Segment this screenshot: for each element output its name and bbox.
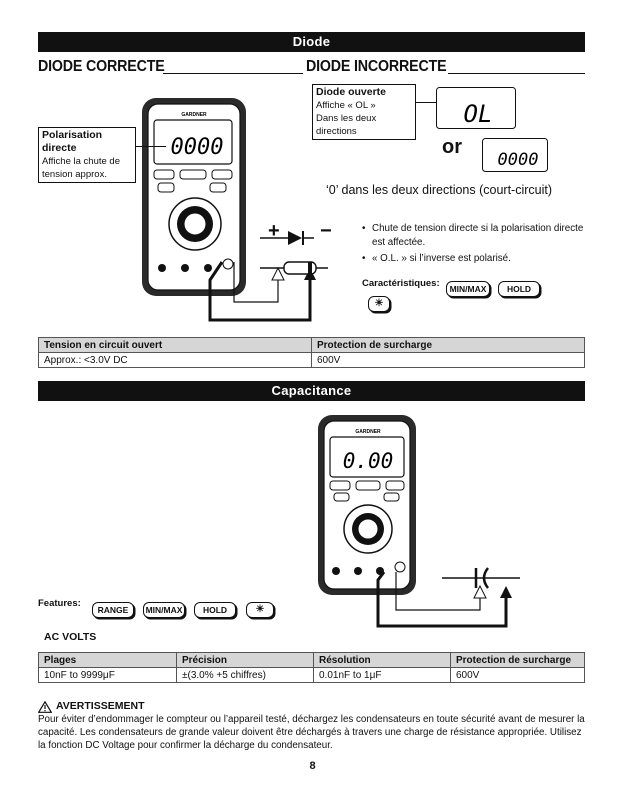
diode-notes: Chute de tension directe si la polarisat… [360,222,585,269]
features-label-fr: Caractéristiques: [362,278,440,289]
minmax-button: MIN/MAX [143,602,185,618]
title-rule [448,73,585,74]
meter-brand: GARDNER [181,112,207,118]
warning-icon [38,700,52,713]
plus-sign: + [268,220,280,242]
table-header: Précision [176,652,314,668]
table-header: Tension en circuit ouvert [38,337,312,353]
display-ol: OL [436,87,516,129]
hold-button: HOLD [194,602,236,618]
open-diode-title: Diode ouverte [316,86,387,98]
note-item: Chute de tension directe si la polarisat… [360,222,585,249]
diode-test-leads [208,231,328,322]
backlight-button: ☀ [368,296,390,312]
polarisation-line: Affiche la chute de [42,156,120,167]
multimeter-diode: GARDNER 0000 [142,98,246,296]
display-zero: 0000 [482,138,548,172]
polarisation-callout: Polarisation directe Affiche la chute de… [38,127,136,183]
backlight-button: ☀ [246,602,274,618]
table-cell: 600V [311,352,585,368]
or-label: or [442,136,462,158]
warning-block: AVERTISSEMENT Pour éviter d’endommager l… [38,700,588,752]
correct-diode-title: DIODE CORRECTE [38,58,165,75]
open-diode-line: Dans les deux directions [316,113,377,137]
table-cell: 10nF to 9999μF [38,667,177,683]
open-diode-line: Affiche « OL » [316,100,376,111]
polarisation-line: tension approx. [42,169,107,180]
display-capacitance: 0.00 [343,449,394,473]
table-cell: 600V [450,667,585,683]
warning-text: Pour éviter d’endommager le compteur ou … [38,714,585,751]
diode-section-header: Diode [38,32,585,52]
display-diode: 0000 [171,135,224,160]
ac-volts-label: AC VOLTS [44,631,97,643]
title-rule [163,73,303,74]
minmax-button: MIN/MAX [446,281,490,297]
range-button: RANGE [92,602,134,618]
multimeter-capacitance: GARDNER 0.00 [318,415,416,595]
incorrect-diode-title: DIODE INCORRECTE [306,58,447,75]
table-header: Résolution [313,652,451,668]
display-ol-text: OL [464,100,493,128]
callout-pointer [136,146,166,147]
polarisation-title: Polarisation directe [42,129,103,154]
table-header: Protection de surcharge [450,652,585,668]
callout-pointer [416,102,436,103]
table-cell: ±(3.0% +5 chiffres) [176,667,314,683]
page-number: 8 [309,760,316,772]
warning-title: AVERTISSEMENT [56,700,145,712]
meter-brand: GARDNER [355,429,381,435]
table-cell: 0.01nF to 1μF [313,667,451,683]
capacitance-section-header: Capacitance [38,381,585,401]
capacitor-test-leads [376,567,520,628]
minus-sign: − [320,220,332,242]
table-header: Protection de surcharge [311,337,585,353]
short-circuit-caption: ‘0’ dans les deux directions (court-circ… [326,183,553,197]
note-item: « O.L. » si l’inverse est polarisé. [360,252,585,266]
open-diode-callout: Diode ouverte Affiche « OL » Dans les de… [312,84,416,140]
features-label-en: Features: [38,598,81,609]
table-header: Plages [38,652,177,668]
capacitance-spec-table: Plages Précision Résolution Protection d… [38,652,585,683]
table-cell: Approx.: <3.0V DC [38,352,312,368]
diode-spec-table: Tension en circuit ouvert Protection de … [38,337,585,368]
hold-button: HOLD [498,281,540,297]
display-zero-text: 0000 [498,150,539,170]
